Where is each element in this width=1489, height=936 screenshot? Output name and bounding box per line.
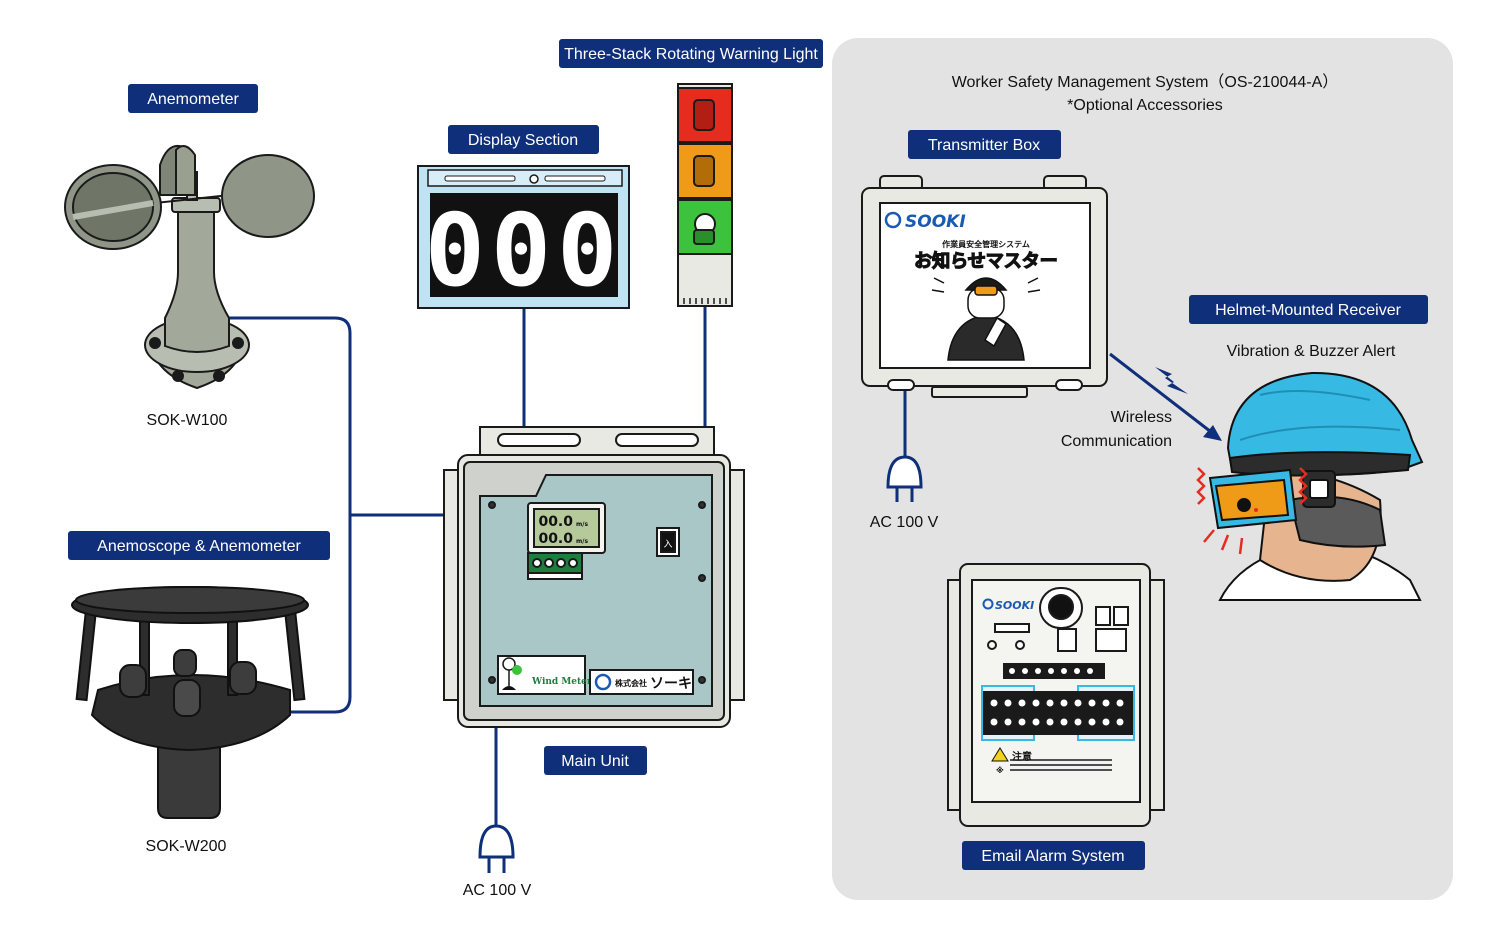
caption-wireless-2: Communication	[1061, 433, 1172, 450]
anemoscope-sok-w200	[71, 586, 309, 819]
vibration-marks	[1196, 467, 1308, 555]
caption-sok-w100: SOK-W100	[147, 412, 228, 429]
svg-text:Anemometer: Anemometer	[147, 91, 239, 108]
tag-helmet-receiver: Helmet-Mounted Receiver	[1189, 295, 1428, 324]
sooki-logo-text: SOOKI	[905, 212, 966, 232]
caption-vibration: Vibration & Buzzer Alert	[1227, 343, 1396, 360]
svg-text:Helmet-Mounted Receiver: Helmet-Mounted Receiver	[1215, 302, 1402, 319]
wireless-arrowhead	[1203, 425, 1222, 441]
panel-subtitle: *Optional Accessories	[1067, 97, 1223, 114]
warning-triangle-icon	[991, 747, 1009, 762]
panel-title: Worker Safety Management System（OS-21004…	[952, 73, 1339, 91]
connector-lines	[205, 306, 1216, 828]
svg-text:Anemoscope & Anemometer: Anemoscope & Anemometer	[97, 538, 301, 555]
svg-text:Main Unit: Main Unit	[561, 753, 629, 770]
company-name: ソーキ	[650, 676, 692, 692]
display-digits: 000	[425, 192, 624, 309]
transmitter-product: お知らせマスター	[914, 250, 1058, 272]
three-stack-warning-light	[677, 83, 733, 307]
svg-text:Display Section: Display Section	[468, 132, 578, 149]
power-plug-icon	[478, 824, 515, 873]
tag-anemoscope: Anemoscope & Anemometer	[68, 531, 330, 560]
caption-ac-main: AC 100 V	[463, 882, 532, 899]
tag-transmitter-box: Transmitter Box	[908, 130, 1061, 159]
tag-anemometer: Anemometer	[128, 84, 258, 113]
caption-ac-transmitter: AC 100 V	[870, 514, 939, 531]
svg-text:Email Alarm System: Email Alarm System	[981, 848, 1124, 865]
anemometer-sok-w100	[64, 144, 315, 390]
sooki-logo-icon: SOOKI	[884, 211, 966, 232]
tag-main-unit: Main Unit	[544, 746, 647, 775]
wireless-signal-line	[1109, 352, 1216, 437]
email-note-lines	[1010, 759, 1112, 771]
lightning-bolt-icon	[1155, 367, 1188, 394]
power-plug-icon	[886, 455, 923, 502]
main-lcd-line2: 00.0	[538, 531, 573, 547]
email-sooki-logo: SOOKI	[982, 598, 1034, 612]
svg-text:Three-Stack Rotating Warning L: Three-Stack Rotating Warning Light	[564, 46, 818, 63]
display-section: 000	[417, 165, 630, 309]
main-lcd-line1: 00.0	[538, 514, 573, 530]
transmitter-subtitle: 作業員安全管理システム	[942, 239, 1030, 249]
email-caution: 注意	[1012, 750, 1032, 763]
tag-warning-light: Three-Stack Rotating Warning Light	[559, 39, 823, 68]
main-switch-label: 入	[663, 539, 672, 550]
main-lcd-unit-2: m/s	[576, 538, 588, 545]
helmet-receiver	[1208, 371, 1424, 601]
main-lcd-unit-1: m/s	[576, 521, 588, 528]
email-sooki-text: SOOKI	[995, 599, 1034, 612]
worker-illustration	[931, 277, 1041, 361]
tag-display-section: Display Section	[448, 125, 599, 154]
tag-email-alarm: Email Alarm System	[962, 841, 1145, 870]
company-prefix: 株式会社	[615, 678, 647, 688]
svg-text:Transmitter Box: Transmitter Box	[928, 137, 1040, 154]
email-alarm-system	[947, 563, 1165, 827]
wind-meter-logo: Wind Meter	[531, 677, 592, 687]
caption-sok-w200: SOK-W200	[146, 838, 227, 855]
connector-anemometer	[205, 316, 352, 714]
email-terminal-screws	[990, 668, 1124, 726]
main-unit: 00.0 00.0 m/s m/s 入 Wind Meter 株式会社 ソーキ	[443, 426, 745, 728]
caption-wireless-1: Wireless	[1111, 409, 1172, 426]
email-note-mark: ※	[996, 765, 1004, 775]
